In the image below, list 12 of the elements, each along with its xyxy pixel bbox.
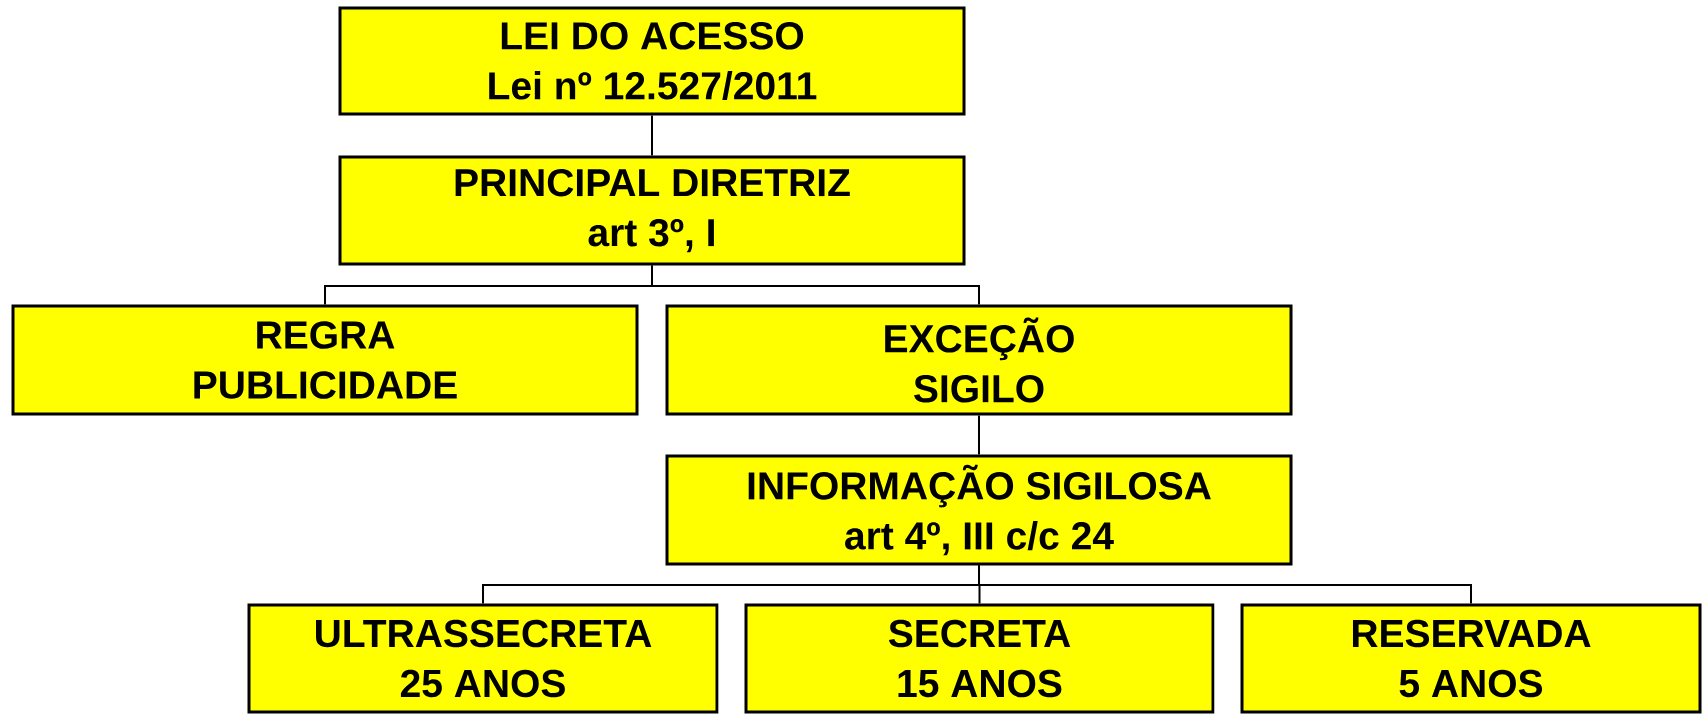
connector-line — [651, 114, 653, 157]
box: LEI DO ACESSO Lei nº 12.527/2011 — [338, 6, 966, 116]
box: ULTRASSECRETA 25 ANOS — [247, 603, 719, 714]
box: EXCEÇÃO SIGILO — [665, 304, 1293, 416]
box: PRINCIPAL DIRETRIZ art 3º, I — [338, 155, 966, 266]
box: INFORMAÇÃO SIGILOSA art 4º, III c/c 24 — [665, 454, 1293, 566]
box: RESERVADA 5 ANOS — [1240, 603, 1702, 714]
box: SECRETA 15 ANOS — [744, 603, 1215, 714]
box: REGRA PUBLICIDADE — [11, 304, 639, 416]
connector-line — [651, 264, 980, 306]
connector-line — [978, 564, 1472, 605]
connector-line — [978, 414, 980, 456]
